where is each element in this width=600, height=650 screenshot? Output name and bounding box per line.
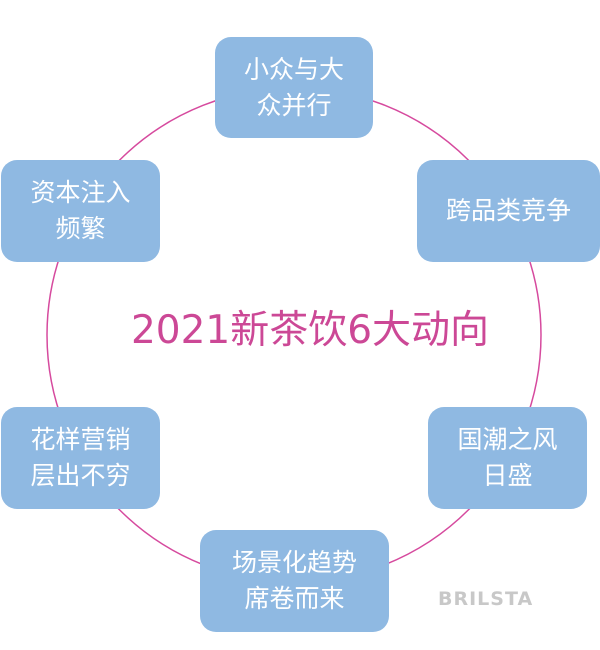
node-text-line1: 场景化趋势 [231, 548, 357, 577]
node-guochao: 国潮之风 日盛 [428, 407, 587, 509]
node-text-line1: 小众与大 [243, 54, 344, 84]
node-text-line2: 层出不穷 [30, 461, 131, 490]
node-niche-and-mass: 小众与大 众并行 [215, 37, 373, 138]
node-capital: 资本注入 频繁 [1, 160, 160, 262]
diagram-title: 2021新茶饮6大动向 [130, 308, 490, 353]
node-text-line2: 席卷而来 [244, 584, 345, 613]
node-text-line1: 国潮之风 [457, 425, 558, 454]
node-cross-category: 跨品类竞争 [417, 160, 600, 262]
node-scenario: 场景化趋势 席卷而来 [200, 530, 389, 632]
node-text-line1: 资本注入 [30, 178, 131, 207]
node-text-line2: 众并行 [256, 90, 332, 120]
node-marketing: 花样营销 层出不穷 [1, 407, 160, 509]
node-text-line2: 日盛 [482, 461, 533, 490]
watermark-logo: BRILSTA [438, 588, 534, 610]
node-text-line1: 跨品类竞争 [445, 196, 571, 225]
node-text-line1: 花样营销 [30, 425, 131, 454]
node-text-line2: 频繁 [55, 214, 106, 243]
